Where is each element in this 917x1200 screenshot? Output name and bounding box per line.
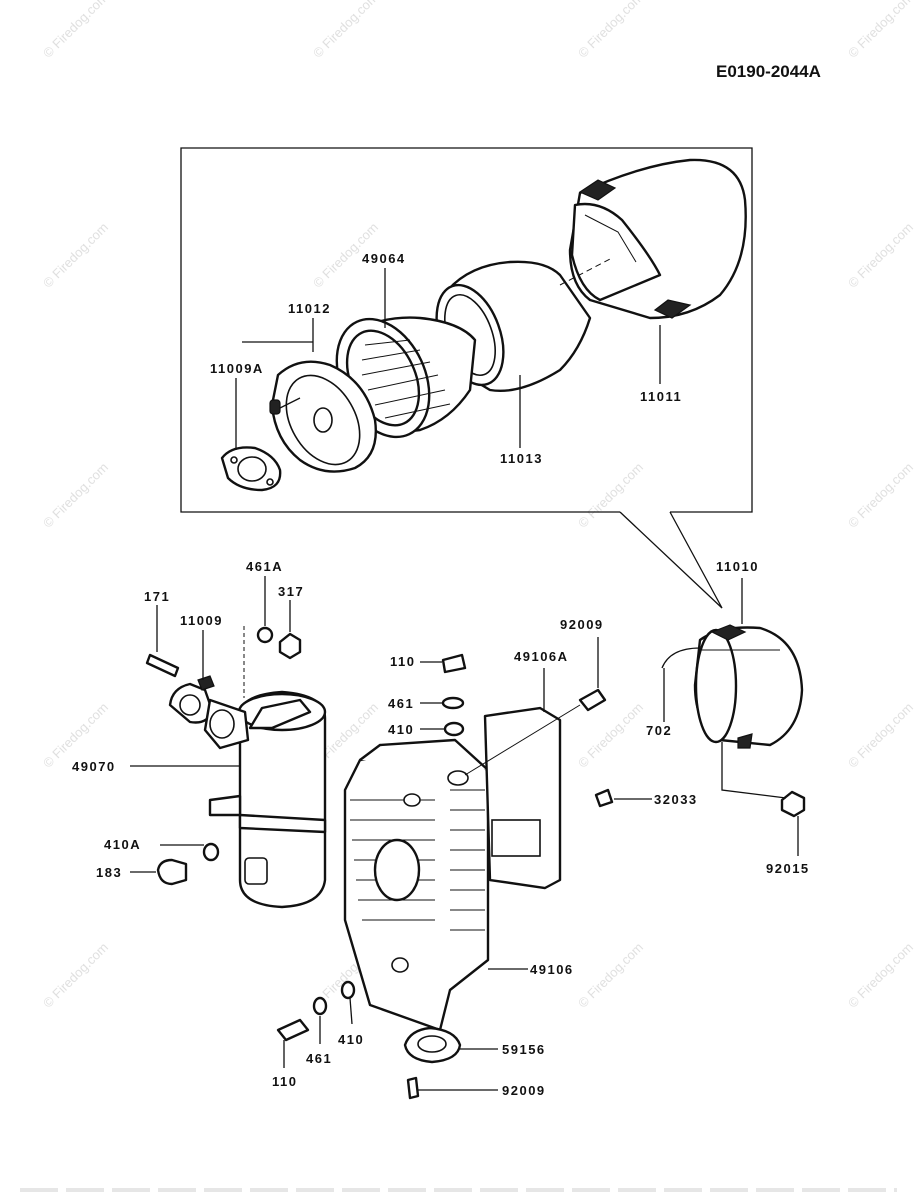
- washer-461-top: [420, 696, 465, 710]
- label-461-top: 461: [388, 696, 415, 711]
- label-92009-top: 92009: [560, 617, 604, 632]
- muffler-49070: [208, 690, 327, 909]
- heat-shield-49106: [343, 738, 490, 1032]
- bolt-110-top: [420, 653, 467, 674]
- label-49070: 49070: [72, 759, 116, 774]
- washer-461A: [256, 576, 274, 644]
- label-32033: 32033: [654, 792, 698, 807]
- bolt-92009-top: [464, 637, 607, 776]
- nut-92015: [721, 742, 806, 856]
- gasket-11009A: [220, 446, 282, 492]
- label-49106A: 49106A: [514, 649, 569, 664]
- label-461A: 461A: [246, 559, 284, 574]
- footer-bar: [20, 1188, 897, 1192]
- label-317: 317: [278, 584, 305, 599]
- label-461-bottom: 461: [306, 1051, 333, 1066]
- label-11012: 11012: [288, 301, 331, 316]
- label-92009-bottom: 92009: [502, 1083, 546, 1098]
- label-410-bottom: 410: [338, 1032, 365, 1047]
- washer-410A: [160, 842, 220, 862]
- label-49106: 49106: [530, 962, 574, 977]
- washer-461-bottom: [312, 996, 328, 1044]
- air-cleaner-assembly-11010: [661, 578, 804, 749]
- flange-59156: [403, 1026, 498, 1064]
- stud-171: [145, 605, 180, 678]
- detail-callout-box: [180, 147, 753, 609]
- label-110-bottom: 110: [272, 1074, 298, 1089]
- label-410A: 410A: [104, 837, 142, 852]
- screw-92009-bottom: [406, 1076, 498, 1100]
- label-92015: 92015: [766, 861, 810, 876]
- label-110-top: 110: [390, 654, 416, 669]
- label-702: 702: [646, 723, 673, 738]
- muffler-gasket-11009: [168, 675, 250, 750]
- nut-317: [278, 600, 302, 660]
- label-171: 171: [144, 589, 171, 604]
- label-11010: 11010: [716, 559, 759, 574]
- clip-32033: [594, 788, 652, 808]
- label-11011: 11011: [640, 389, 683, 404]
- diagram-code: E0190-2044A: [716, 62, 821, 81]
- leader-lines-detail: [235, 257, 661, 450]
- label-183: 183: [96, 865, 123, 880]
- drain-plug-183: [130, 858, 188, 886]
- washer-410-bottom: [340, 980, 356, 1025]
- label-11009A: 11009A: [210, 361, 264, 376]
- label-410-top: 410: [388, 722, 415, 737]
- washer-410-top: [420, 721, 465, 737]
- bolt-110-bottom: [276, 1018, 310, 1068]
- label-11009: 11009: [180, 613, 223, 628]
- label-49064: 49064: [362, 251, 406, 266]
- label-11013: 11013: [500, 451, 543, 466]
- bracket-49106A: [483, 668, 562, 890]
- base-plate-11012: [269, 360, 377, 473]
- air-cleaner-cover-11011: [568, 158, 747, 320]
- label-59156: 59156: [502, 1042, 546, 1057]
